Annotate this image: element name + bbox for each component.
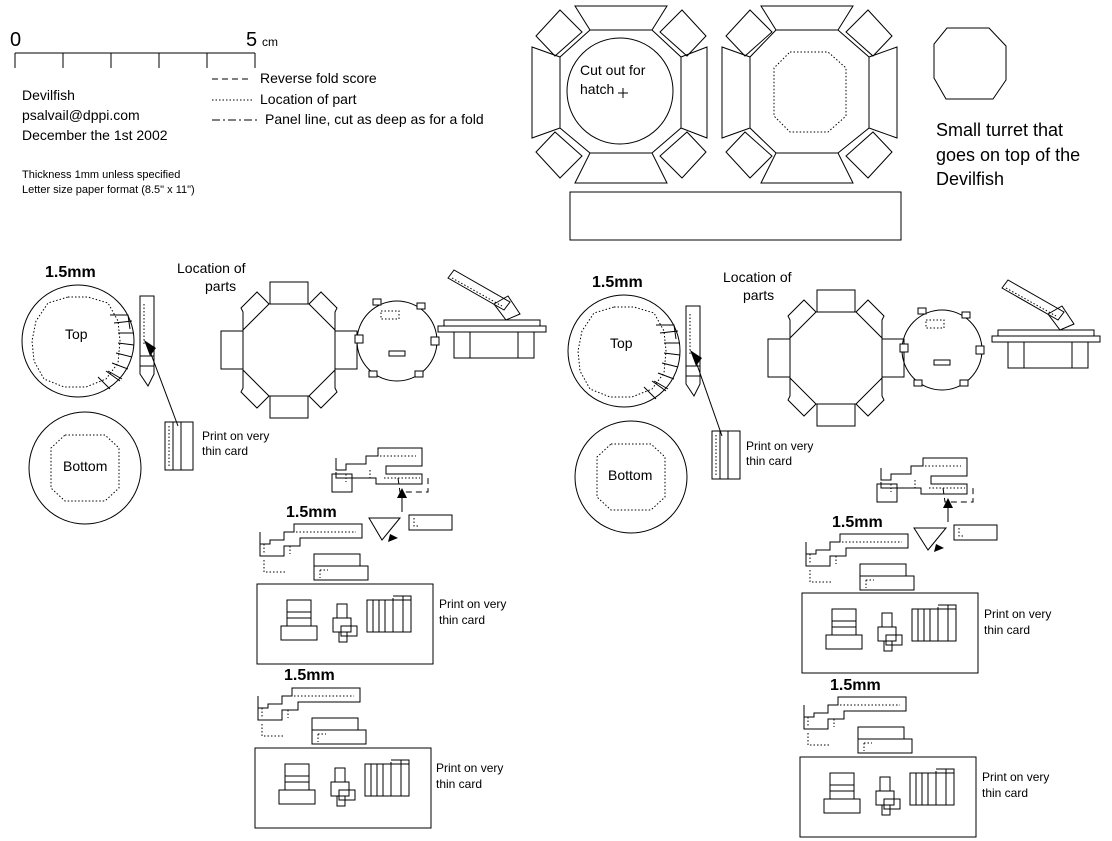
turret-net-hatch: Cut out for hatch: [531, 5, 708, 184]
right-thickness-3: 1.5mm: [830, 677, 881, 694]
right-part-arrowhead: [943, 498, 953, 508]
legend-location: Location of part: [260, 91, 357, 107]
left-part-arrowhead: [397, 488, 407, 498]
right-print-label-1a: Print on very: [746, 439, 813, 453]
right-bottom-label: Bottom: [608, 467, 652, 483]
legend-panel-line: Panel line, cut as deep as for a fold: [265, 111, 484, 127]
right-slat-panel: [711, 430, 741, 480]
scale-start: 0: [10, 29, 21, 51]
right-thickness-1: 1.5mm: [592, 274, 643, 291]
small-turret-cap: [933, 27, 1007, 100]
right-pointer-arrowhead: [690, 350, 702, 366]
right-step-parts-b: [803, 696, 913, 754]
left-hatch-assembly: [437, 269, 547, 359]
left-pointer-arrowhead: [144, 340, 156, 356]
right-small-plate: [953, 524, 998, 541]
right-print-box-a: [801, 592, 979, 674]
left-print-label-1b: thin card: [202, 444, 248, 458]
hatch-center-mark: [618, 88, 628, 98]
right-print-box-b: [799, 756, 977, 838]
left-slat-panel: [164, 421, 194, 471]
right-octagon-net: [767, 289, 905, 427]
turret-desc-line-2: goes on top of the: [936, 145, 1080, 165]
legend: Reverse fold score Location of part Pane…: [212, 70, 484, 127]
right-pointer-line: [693, 355, 723, 437]
right-thickness-2: 1.5mm: [832, 514, 883, 531]
right-hatch-assembly: [991, 279, 1101, 369]
left-print-box-b: [254, 747, 432, 829]
left-small-plate-mark: [413, 518, 420, 527]
left-notched-disc: [354, 298, 440, 382]
right-side-strip: [685, 305, 701, 397]
right-wedge-part: [913, 527, 948, 551]
left-side-strip: [139, 295, 155, 387]
left-bottom-label: Bottom: [63, 458, 107, 474]
right-print-label-1b: thin card: [746, 454, 792, 468]
right-step-parts-a: [805, 533, 915, 591]
left-print-label-3b: thin card: [436, 777, 482, 791]
left-thickness-3: 1.5mm: [284, 667, 335, 684]
left-step-parts-b: [257, 687, 367, 745]
legend-reverse-fold: Reverse fold score: [260, 70, 377, 86]
scale-bar: 0 5 cm: [10, 29, 278, 68]
left-wedge-part: [368, 517, 402, 541]
right-small-plate-mark: [958, 528, 965, 537]
left-location-line-1: Location of: [177, 260, 246, 276]
hatch-circle: [566, 37, 674, 145]
release-date: December the 1st 2002: [22, 127, 168, 143]
left-thickness-2: 1.5mm: [286, 504, 337, 521]
right-wedge-arrowhead: [934, 544, 944, 552]
left-wedge-arrowhead: [388, 534, 398, 542]
left-print-label-2a: Print on very: [439, 597, 506, 611]
left-print-box-a: [256, 583, 434, 665]
scale-end: 5: [246, 29, 257, 51]
right-location-line-2: parts: [743, 287, 774, 303]
credits-block: Devilfish psalvail@dppi.com December the…: [22, 87, 195, 196]
model-name: Devilfish: [22, 87, 75, 103]
paper-note: Letter size paper format (8.5" x 11"): [22, 184, 195, 196]
right-notched-disc: [899, 307, 985, 391]
small-turret-description: Small turret that goes on top of the Dev…: [936, 120, 1080, 189]
right-print-label-3a: Print on very: [982, 770, 1049, 784]
left-octagon-net: [220, 281, 358, 419]
turret-net-plain: [721, 5, 898, 184]
left-top-label: Top: [65, 326, 88, 342]
author-email: psalvail@dppi.com: [22, 107, 140, 123]
right-location-line-1: Location of: [723, 269, 792, 285]
left-location-line-2: parts: [205, 278, 236, 294]
hatch-label-line-1: Cut out for: [580, 62, 646, 78]
thickness-note: Thickness 1mm unless specified: [22, 169, 180, 181]
right-side-parts: [876, 457, 974, 503]
left-small-plate: [408, 514, 453, 531]
scale-unit: cm: [262, 35, 278, 49]
right-print-label-2a: Print on very: [984, 607, 1051, 621]
right-top-disc: [567, 294, 681, 408]
left-step-parts-a: [259, 523, 369, 581]
left-print-label-1a: Print on very: [202, 429, 269, 443]
left-pointer-line: [147, 345, 179, 427]
left-side-parts: [331, 447, 429, 493]
turret-band-strip: [569, 191, 902, 241]
right-part-set: 1.5mm Top Bottom Print on very thin card…: [567, 269, 1101, 838]
right-print-label-3b: thin card: [982, 786, 1028, 800]
left-thickness-1: 1.5mm: [45, 264, 96, 281]
left-part-set: 1.5mm Top Bottom Print on very thin card…: [21, 260, 547, 829]
turret-desc-line-3: Devilfish: [936, 169, 1004, 189]
turret-desc-line-1: Small turret that: [936, 120, 1063, 140]
left-print-label-2b: thin card: [439, 613, 485, 627]
right-print-label-2b: thin card: [984, 623, 1030, 637]
right-top-label: Top: [610, 335, 633, 351]
hatch-label-line-2: hatch: [580, 81, 614, 97]
left-print-label-3a: Print on very: [436, 761, 503, 775]
